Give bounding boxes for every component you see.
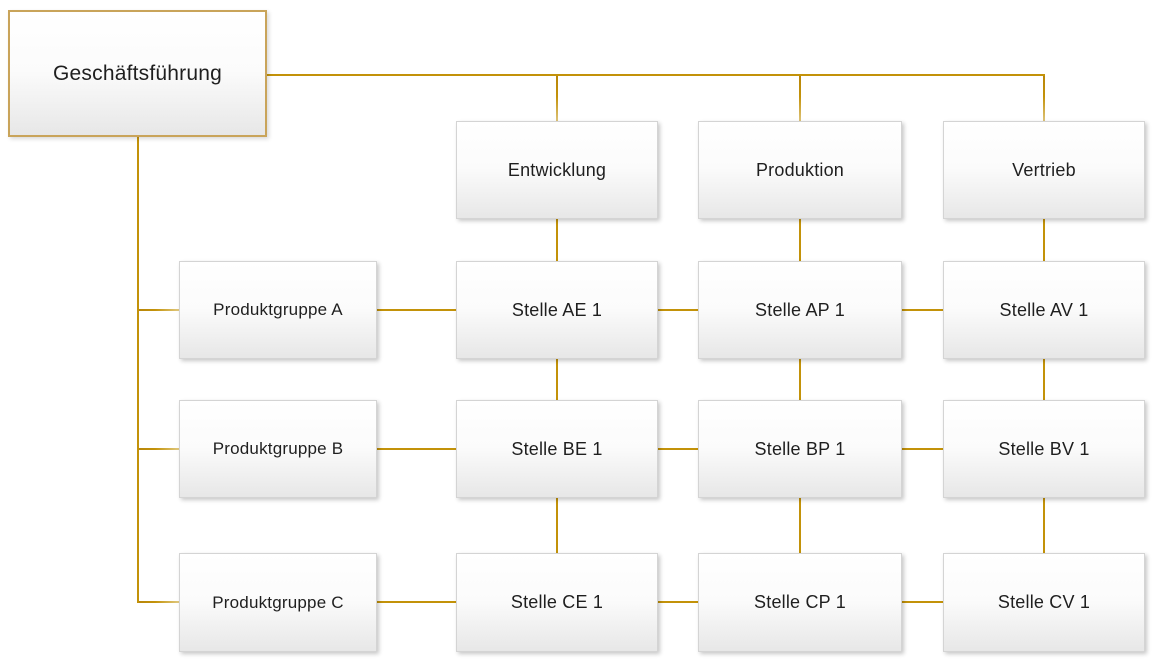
node-label: Stelle BV 1 [998, 438, 1090, 459]
node-label: Vertrieb [1012, 159, 1076, 180]
node-vertrieb: Vertrieb [943, 121, 1145, 219]
node-produktgruppe-a: Produktgruppe A [179, 261, 377, 359]
node-stelle-cv1: Stelle CV 1 [943, 553, 1145, 652]
node-label: Stelle AE 1 [511, 299, 603, 320]
connector-col-p-seg1 [799, 219, 801, 261]
connector-drop-vertrieb [1043, 76, 1045, 121]
node-label: Entwicklung [507, 159, 607, 180]
node-label: Produktgruppe A [213, 300, 343, 319]
node-produktion: Produktion [698, 121, 902, 219]
connector-col-v-seg2 [1043, 359, 1045, 400]
node-label: Stelle AV 1 [999, 299, 1089, 320]
node-stelle-bv1: Stelle BV 1 [943, 400, 1145, 498]
connector-branch-group-a [139, 309, 179, 311]
connector-col-e-seg3 [556, 498, 558, 553]
node-stelle-av1: Stelle AV 1 [943, 261, 1145, 359]
connector-row-c-seg2 [658, 601, 698, 603]
node-stelle-ap1: Stelle AP 1 [698, 261, 902, 359]
node-label: Stelle CP 1 [754, 592, 846, 612]
connector-row-c-seg1 [377, 601, 456, 603]
connector-col-e-seg2 [556, 359, 558, 400]
node-geschaeftsfuehrung: Geschäftsführung [8, 10, 267, 137]
connector-row-a-seg3 [902, 309, 943, 311]
node-stelle-be1: Stelle BE 1 [456, 400, 658, 498]
node-label: Stelle BP 1 [754, 438, 846, 459]
node-label: Produktion [755, 159, 845, 180]
node-produktgruppe-c: Produktgruppe C [179, 553, 377, 652]
node-label: Stelle CV 1 [997, 592, 1091, 612]
connector-col-e-seg1 [556, 219, 558, 261]
connector-row-a-seg2 [658, 309, 698, 311]
connector-col-p-seg2 [799, 359, 801, 400]
connector-branch-group-b [139, 448, 179, 450]
node-label: Stelle CE 1 [510, 592, 604, 612]
node-label: Produktgruppe C [212, 592, 344, 612]
connector-drop-produktion [799, 76, 801, 121]
connector-drop-entwicklung [556, 76, 558, 121]
node-label: Produktgruppe B [212, 439, 344, 458]
node-label: Stelle BE 1 [511, 438, 603, 459]
node-label: Stelle AP 1 [755, 299, 845, 320]
node-stelle-ae1: Stelle AE 1 [456, 261, 658, 359]
connector-branch-group-c [139, 601, 179, 603]
connector-row-c-seg3 [902, 601, 943, 603]
connector-col-v-seg3 [1043, 498, 1045, 553]
node-produktgruppe-b: Produktgruppe B [179, 400, 377, 498]
connector-row-a-seg1 [377, 309, 456, 311]
node-entwicklung: Entwicklung [456, 121, 658, 219]
node-stelle-cp1: Stelle CP 1 [698, 553, 902, 652]
connector-top-trunk [267, 74, 1045, 76]
connector-row-b-seg3 [902, 448, 943, 450]
connector-col-v-seg1 [1043, 219, 1045, 261]
connector-left-trunk [137, 137, 139, 603]
connector-col-p-seg3 [799, 498, 801, 553]
node-label: Geschäftsführung [53, 61, 222, 85]
connector-row-b-seg2 [658, 448, 698, 450]
node-stelle-ce1: Stelle CE 1 [456, 553, 658, 652]
connector-row-b-seg1 [377, 448, 456, 450]
node-stelle-bp1: Stelle BP 1 [698, 400, 902, 498]
